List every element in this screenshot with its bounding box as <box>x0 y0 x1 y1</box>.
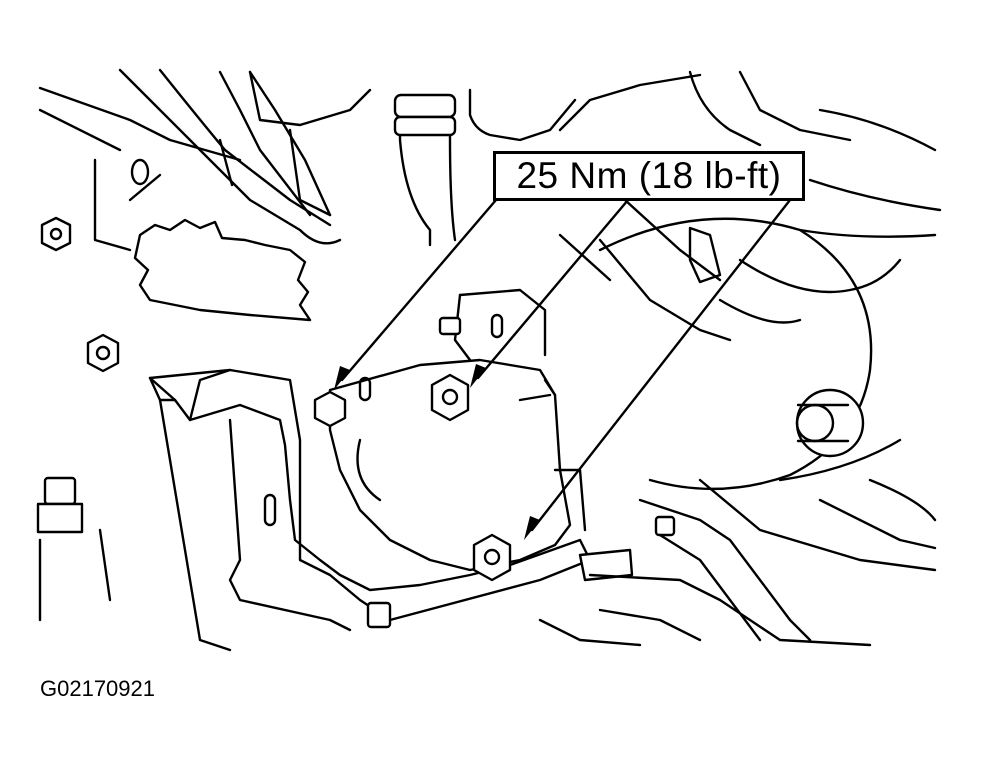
bolt-icon <box>40 216 72 252</box>
torque-label: 25 Nm (18 lb-ft) <box>516 155 782 196</box>
bolt-icon <box>313 390 347 428</box>
transmission-housing <box>598 217 873 491</box>
bolt-icon <box>654 515 676 537</box>
arrow-icon <box>470 364 486 388</box>
callout-leader-arrows <box>334 198 792 540</box>
hose-lines <box>118 68 457 247</box>
bolt-icon <box>430 373 470 422</box>
torque-callout: 25 Nm (18 lb-ft) <box>493 151 805 201</box>
engine-background-lines <box>38 70 942 342</box>
plug-boss <box>795 388 865 458</box>
figure-id: G02170921 <box>40 676 155 701</box>
arrow-icon <box>334 366 350 390</box>
mounting-bracket <box>148 368 592 652</box>
bolt-icon <box>36 476 112 622</box>
bolt-icon <box>366 601 392 629</box>
oil-pan-lines <box>538 438 937 647</box>
pump-body <box>328 226 722 582</box>
bolt-icon <box>86 333 120 373</box>
arrow-icon <box>524 516 540 540</box>
bolt-icon <box>438 316 462 336</box>
rag-shape <box>133 218 312 322</box>
bolt-icon <box>472 533 512 582</box>
